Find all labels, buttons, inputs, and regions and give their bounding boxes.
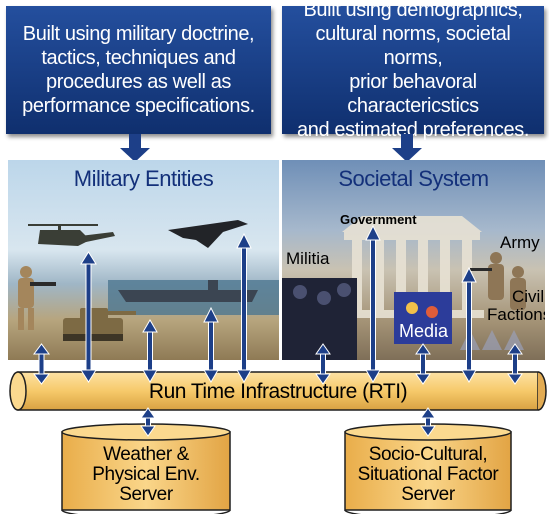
arrow-updown-1	[33, 343, 50, 385]
arrow-updown-4	[203, 306, 219, 383]
soldier-icon	[18, 266, 56, 330]
aircraft-carrier-icon	[118, 280, 258, 302]
government-label: Government	[340, 212, 417, 227]
societal-system-panel: Societal System	[282, 160, 545, 360]
army-label: Army	[500, 233, 540, 252]
rti-label: Run Time Infrastructure (RTI)	[149, 380, 407, 403]
arrow-down-left-head	[120, 148, 150, 162]
arrow-down-left-shaft	[129, 134, 141, 150]
jet-fighter-icon	[168, 220, 248, 248]
arrow-updown-socio	[420, 407, 436, 437]
socio-server-label: Socio-Cultural, Situational Factor Serve…	[357, 444, 499, 505]
weather-server-label: Weather & Physical Env. Server	[92, 444, 200, 505]
military-description-box: Built using military doctrine, tactics, …	[6, 6, 271, 134]
arrow-updown-10	[507, 343, 523, 385]
arrow-updown-7	[365, 224, 381, 383]
arrow-updown-9	[461, 266, 477, 383]
media-label: Media	[399, 321, 449, 341]
militia-label: Militia	[286, 249, 330, 268]
rti-cylinder	[9, 371, 547, 411]
arrow-updown-3	[142, 319, 158, 383]
military-description-text: Built using military doctrine, tactics, …	[22, 23, 255, 117]
military-scene	[18, 220, 279, 341]
helicopter-icon	[28, 224, 115, 246]
arrow-updown-6	[315, 343, 331, 385]
arrow-down-right-head	[392, 148, 422, 162]
societal-description-text: Built using demographics, cultural norms…	[297, 0, 529, 141]
societal-description-box: Built using demographics, cultural norms…	[282, 0, 544, 141]
military-entities-panel: Military Entities	[8, 160, 279, 360]
societal-scene: Government Militia Army Civil Factions M…	[282, 212, 545, 360]
connection-arrows	[33, 224, 523, 437]
arrow-updown-weather	[140, 407, 156, 437]
militia-crowd-image	[282, 278, 357, 360]
arrow-down-right-shaft	[401, 134, 413, 150]
societal-panel-title: Societal System	[338, 166, 489, 191]
arrow-updown-2	[80, 251, 97, 383]
factions-label: Factions	[487, 305, 545, 324]
arrow-updown-5	[236, 232, 252, 383]
media-image	[394, 292, 452, 344]
army-soldiers-icon	[470, 252, 526, 310]
military-panel-title: Military Entities	[73, 166, 214, 191]
arrow-updown-8	[415, 343, 431, 385]
civil-label: Civil	[512, 287, 544, 306]
